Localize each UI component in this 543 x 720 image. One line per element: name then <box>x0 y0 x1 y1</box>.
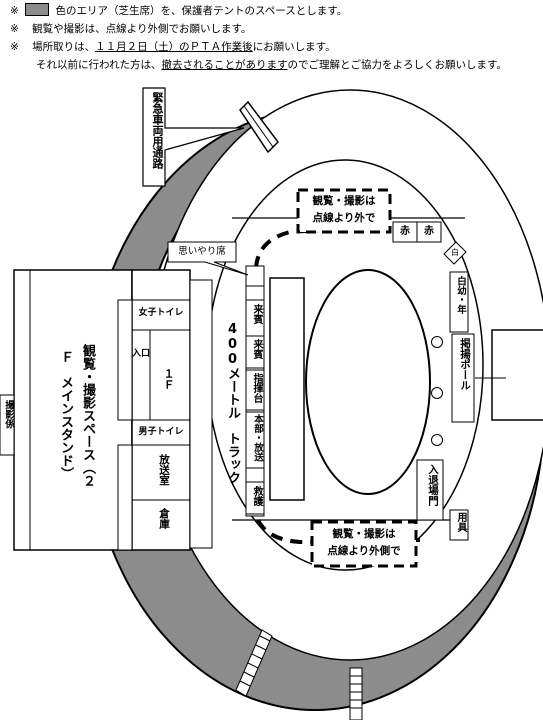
label-storage: 倉庫 <box>158 508 170 529</box>
label-headquarters: 本部・放送 <box>252 414 263 462</box>
label-command-stand: 指揮台 <box>251 373 262 403</box>
label-track-400m: 400メートル トラック <box>225 322 240 484</box>
label-boys-toilet: 男子トイレ <box>138 427 184 437</box>
label-main-stand: 観覧・撮影スペース（２Ｆ メインスタンド） <box>58 343 95 487</box>
center-oval <box>305 269 431 495</box>
dashed-boundary-top <box>254 224 381 269</box>
note-line-4-pre: それ以前に行われた方は、 <box>36 59 162 71</box>
label-flagpole: 掲揚ポール <box>459 338 471 391</box>
main-stand <box>13 269 133 551</box>
note-mark-2: ※ <box>10 23 19 35</box>
exit-hatch-bottom <box>349 667 363 720</box>
viewing-top-line1: 観覧・撮影は <box>312 195 376 207</box>
label-viewing-bottom: 観覧・撮影は 点線より外側で <box>314 526 414 560</box>
label-white-small: 白 <box>451 248 459 257</box>
label-first-floor: １Ｆ <box>162 368 175 390</box>
label-viewing-top: 観覧・撮影は 点線より外で <box>300 193 388 227</box>
label-entrance-gate: 入退場門 <box>427 464 439 506</box>
viewing-bottom-line1: 観覧・撮影は <box>332 528 396 540</box>
note-line-3-post: にお願いします。 <box>252 41 336 53</box>
track-straight-bar <box>269 277 305 501</box>
dashed-boundary-bottom <box>256 519 421 545</box>
label-broadcast-room: 放送室 <box>158 454 170 486</box>
label-guest-2: 来賓 <box>251 339 262 359</box>
label-girls-toilet: 女子トイレ <box>138 308 184 318</box>
label-emergency-path: 緊急車両用通路 <box>151 92 164 169</box>
label-photo-staff: 撮影係 <box>3 400 14 429</box>
label-equipment: 用具 <box>455 512 466 532</box>
viewing-top-line2: 点線より外で <box>312 212 376 224</box>
grass-swatch <box>25 3 50 16</box>
label-entrance: 入口 <box>132 349 151 359</box>
note-line-4-post: のでご理解とご協力をよろしくお願いします。 <box>287 59 507 71</box>
label-red-2: 赤 <box>424 226 434 237</box>
label-rescue: 救護 <box>251 486 262 506</box>
note-mark-3: ※ <box>10 41 19 53</box>
note-line-1: 色のエリア（芝生席）を、保護者テントのスペースとします。 <box>55 5 348 17</box>
note-line-4-warning: 撤去されることがあります <box>161 59 288 71</box>
note-line-3-pre: 場所取りは、 <box>32 41 96 53</box>
viewing-bottom-line2: 点線より外側で <box>327 545 401 557</box>
note-mark-1: ※ <box>10 5 19 17</box>
note-line-2: 観覧や撮影は、点線より外側でお願いします。 <box>32 23 252 35</box>
exit-hatch-left <box>235 629 273 697</box>
label-red-1: 赤 <box>400 226 410 237</box>
label-omoiyari-seat: 思いやり席 <box>178 246 226 257</box>
label-guest-1: 来賓 <box>251 304 262 324</box>
label-white-infant: 白幼・年 <box>455 276 466 314</box>
note-line-3-date: １１月２日（土）のＰＴＡ作業後 <box>95 41 253 53</box>
